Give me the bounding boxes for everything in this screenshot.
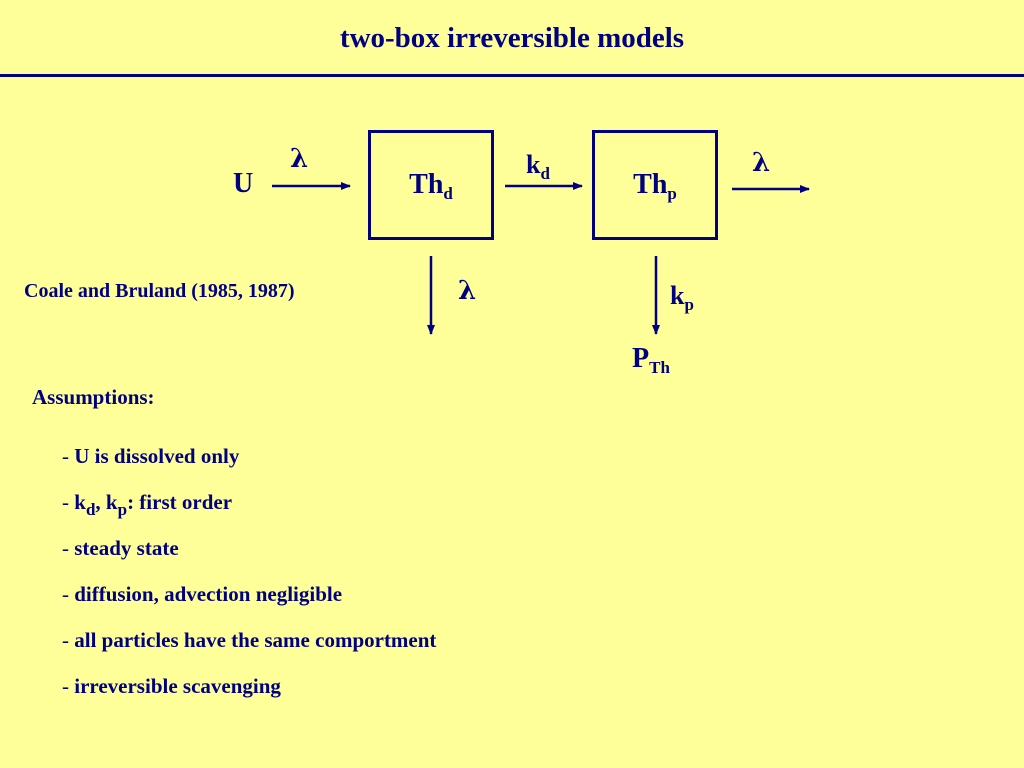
dissolved-decay-lambda: λ [458, 276, 477, 306]
source-label-u: U [233, 168, 254, 199]
assumption-item: - U is dissolved only [62, 444, 240, 468]
assumption-item: - diffusion, advection negligible [62, 582, 343, 606]
slide-title: two-box irreversible models [339, 22, 685, 54]
assumption-item: - kd, kp: first order [62, 490, 233, 519]
assumption-item: - all particles have the same comportmen… [62, 628, 437, 652]
box-dissolved-label: Thd [409, 169, 453, 203]
citation: Coale and Bruland (1985, 1987) [24, 280, 295, 302]
output-decay-lambda: λ [752, 148, 771, 178]
adsorption-rate-label: kd [526, 150, 550, 183]
title-divider [0, 74, 1024, 77]
box-particulate-label: Thp [633, 169, 677, 203]
input-decay-lambda: λ [290, 144, 309, 174]
box-dissolved-thorium: Thd [368, 130, 494, 240]
assumption-item: - irreversible scavenging [62, 674, 281, 698]
assumptions-heading: Assumptions: [32, 385, 155, 409]
removal-rate-label: kp [670, 281, 694, 314]
sink-label-pth: PTh [632, 343, 670, 377]
assumption-item: - steady state [62, 536, 179, 560]
box-particulate-thorium: Thp [592, 130, 718, 240]
